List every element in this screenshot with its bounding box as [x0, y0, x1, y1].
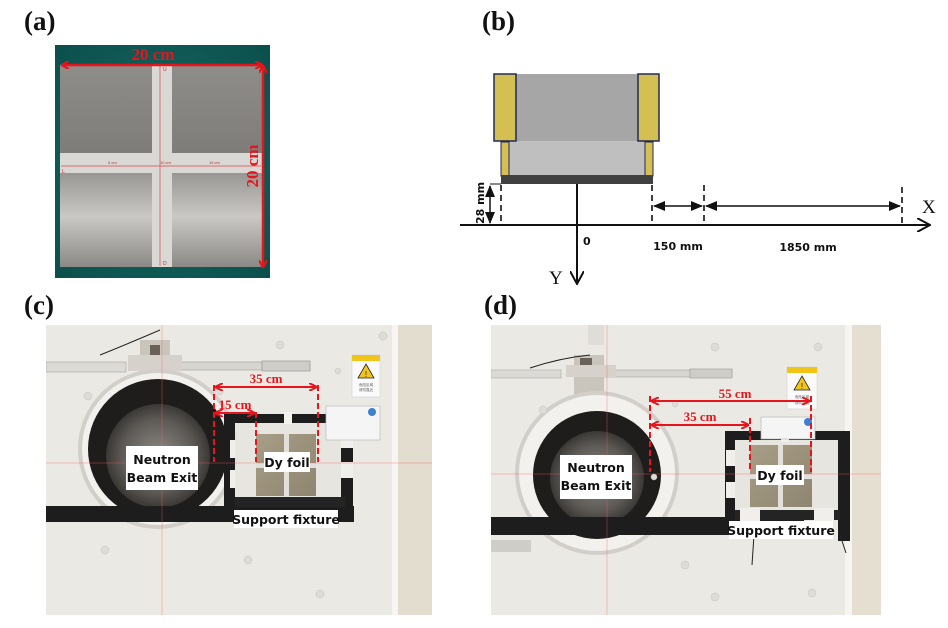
beam-exit-label-line1: Neutron	[567, 460, 624, 475]
foil-label: Dy foil	[264, 455, 309, 470]
beam-exit-ring	[515, 391, 679, 555]
fixture-frame-right	[838, 431, 850, 541]
fixture-frame-left	[725, 431, 735, 521]
tape-end-bottom: D	[163, 261, 167, 267]
dy-foil-sample	[750, 445, 812, 507]
detector-upper-body	[514, 74, 639, 141]
foil-sheet	[60, 65, 262, 267]
dy-foil-sample	[256, 434, 316, 496]
svg-text:!: !	[801, 382, 803, 391]
height-label: 28 mm	[474, 182, 487, 224]
svg-text:请勿靠近: 请勿靠近	[795, 400, 809, 405]
support-bar	[491, 517, 804, 535]
svg-text:请勿靠近: 请勿靠近	[359, 387, 373, 392]
fixture-frame-right	[341, 414, 353, 522]
fixture-frame-top	[224, 414, 353, 423]
beam-exit-label-line2: Beam Exit	[561, 478, 632, 493]
detector-base	[501, 175, 653, 184]
fixture-frame-top	[725, 431, 850, 440]
detector-lower-body	[508, 141, 645, 175]
panel-label-c: (c)	[24, 290, 54, 320]
dimension-label-inner: 35 cm	[684, 409, 717, 424]
beam-exit-label-line2: Beam Exit	[127, 470, 198, 485]
tape-mark-5: 5 cm	[108, 160, 117, 165]
dimension-label-outer: 35 cm	[250, 371, 283, 386]
frame-left-upper	[493, 73, 517, 142]
foil-label: Dy foil	[757, 468, 802, 483]
svg-text:!: !	[365, 370, 367, 379]
tape-end-left: L	[62, 169, 65, 175]
distance-label: 1850 mm	[779, 241, 836, 254]
width-dimension-label: 20 cm	[132, 45, 175, 64]
beam-exit-label-line1: Neutron	[133, 452, 190, 467]
frame-left-lower	[500, 141, 510, 177]
tape-end-top: U	[163, 67, 167, 73]
info-plate	[325, 405, 381, 441]
warning-sign: ! 危险区域 请勿靠近	[351, 354, 381, 398]
height-dimension-label: 20 cm	[243, 145, 262, 188]
svg-text:危险区域: 危险区域	[795, 394, 809, 399]
beam-exit-window	[550, 431, 644, 525]
fixture-label: Support fixture	[727, 523, 835, 538]
teal-background	[55, 45, 270, 278]
tape-horizontal	[60, 153, 262, 173]
info-plate	[760, 416, 816, 440]
panel-label-a: (a)	[24, 6, 56, 36]
dimension-label-outer: 55 cm	[719, 386, 752, 401]
tape-mark-10: 10 cm	[160, 160, 172, 165]
gap-label: 150 mm	[653, 240, 703, 253]
beam-exit-window	[106, 404, 210, 508]
warning-sign: ! 危险区域 请勿靠近	[786, 366, 818, 410]
beam-exit-ring	[78, 369, 238, 529]
origin-label: 0	[583, 235, 591, 248]
fixture-frame-left	[224, 414, 235, 509]
y-axis-label: Y	[549, 268, 563, 289]
tape-vertical	[152, 65, 172, 267]
dimension-label-inner: 15 cm	[219, 397, 252, 412]
support-bar	[46, 506, 354, 522]
frame-right-lower	[644, 141, 654, 177]
svg-text:危险区域: 危险区域	[359, 382, 373, 387]
panel-label-b: (b)	[482, 6, 515, 36]
fixture-label: Support fixture	[232, 512, 340, 527]
x-axis-label: X	[922, 197, 936, 218]
panel-label-d: (d)	[484, 290, 517, 320]
tape-mark-15: 15 cm	[209, 160, 221, 165]
frame-right-upper	[637, 73, 660, 142]
